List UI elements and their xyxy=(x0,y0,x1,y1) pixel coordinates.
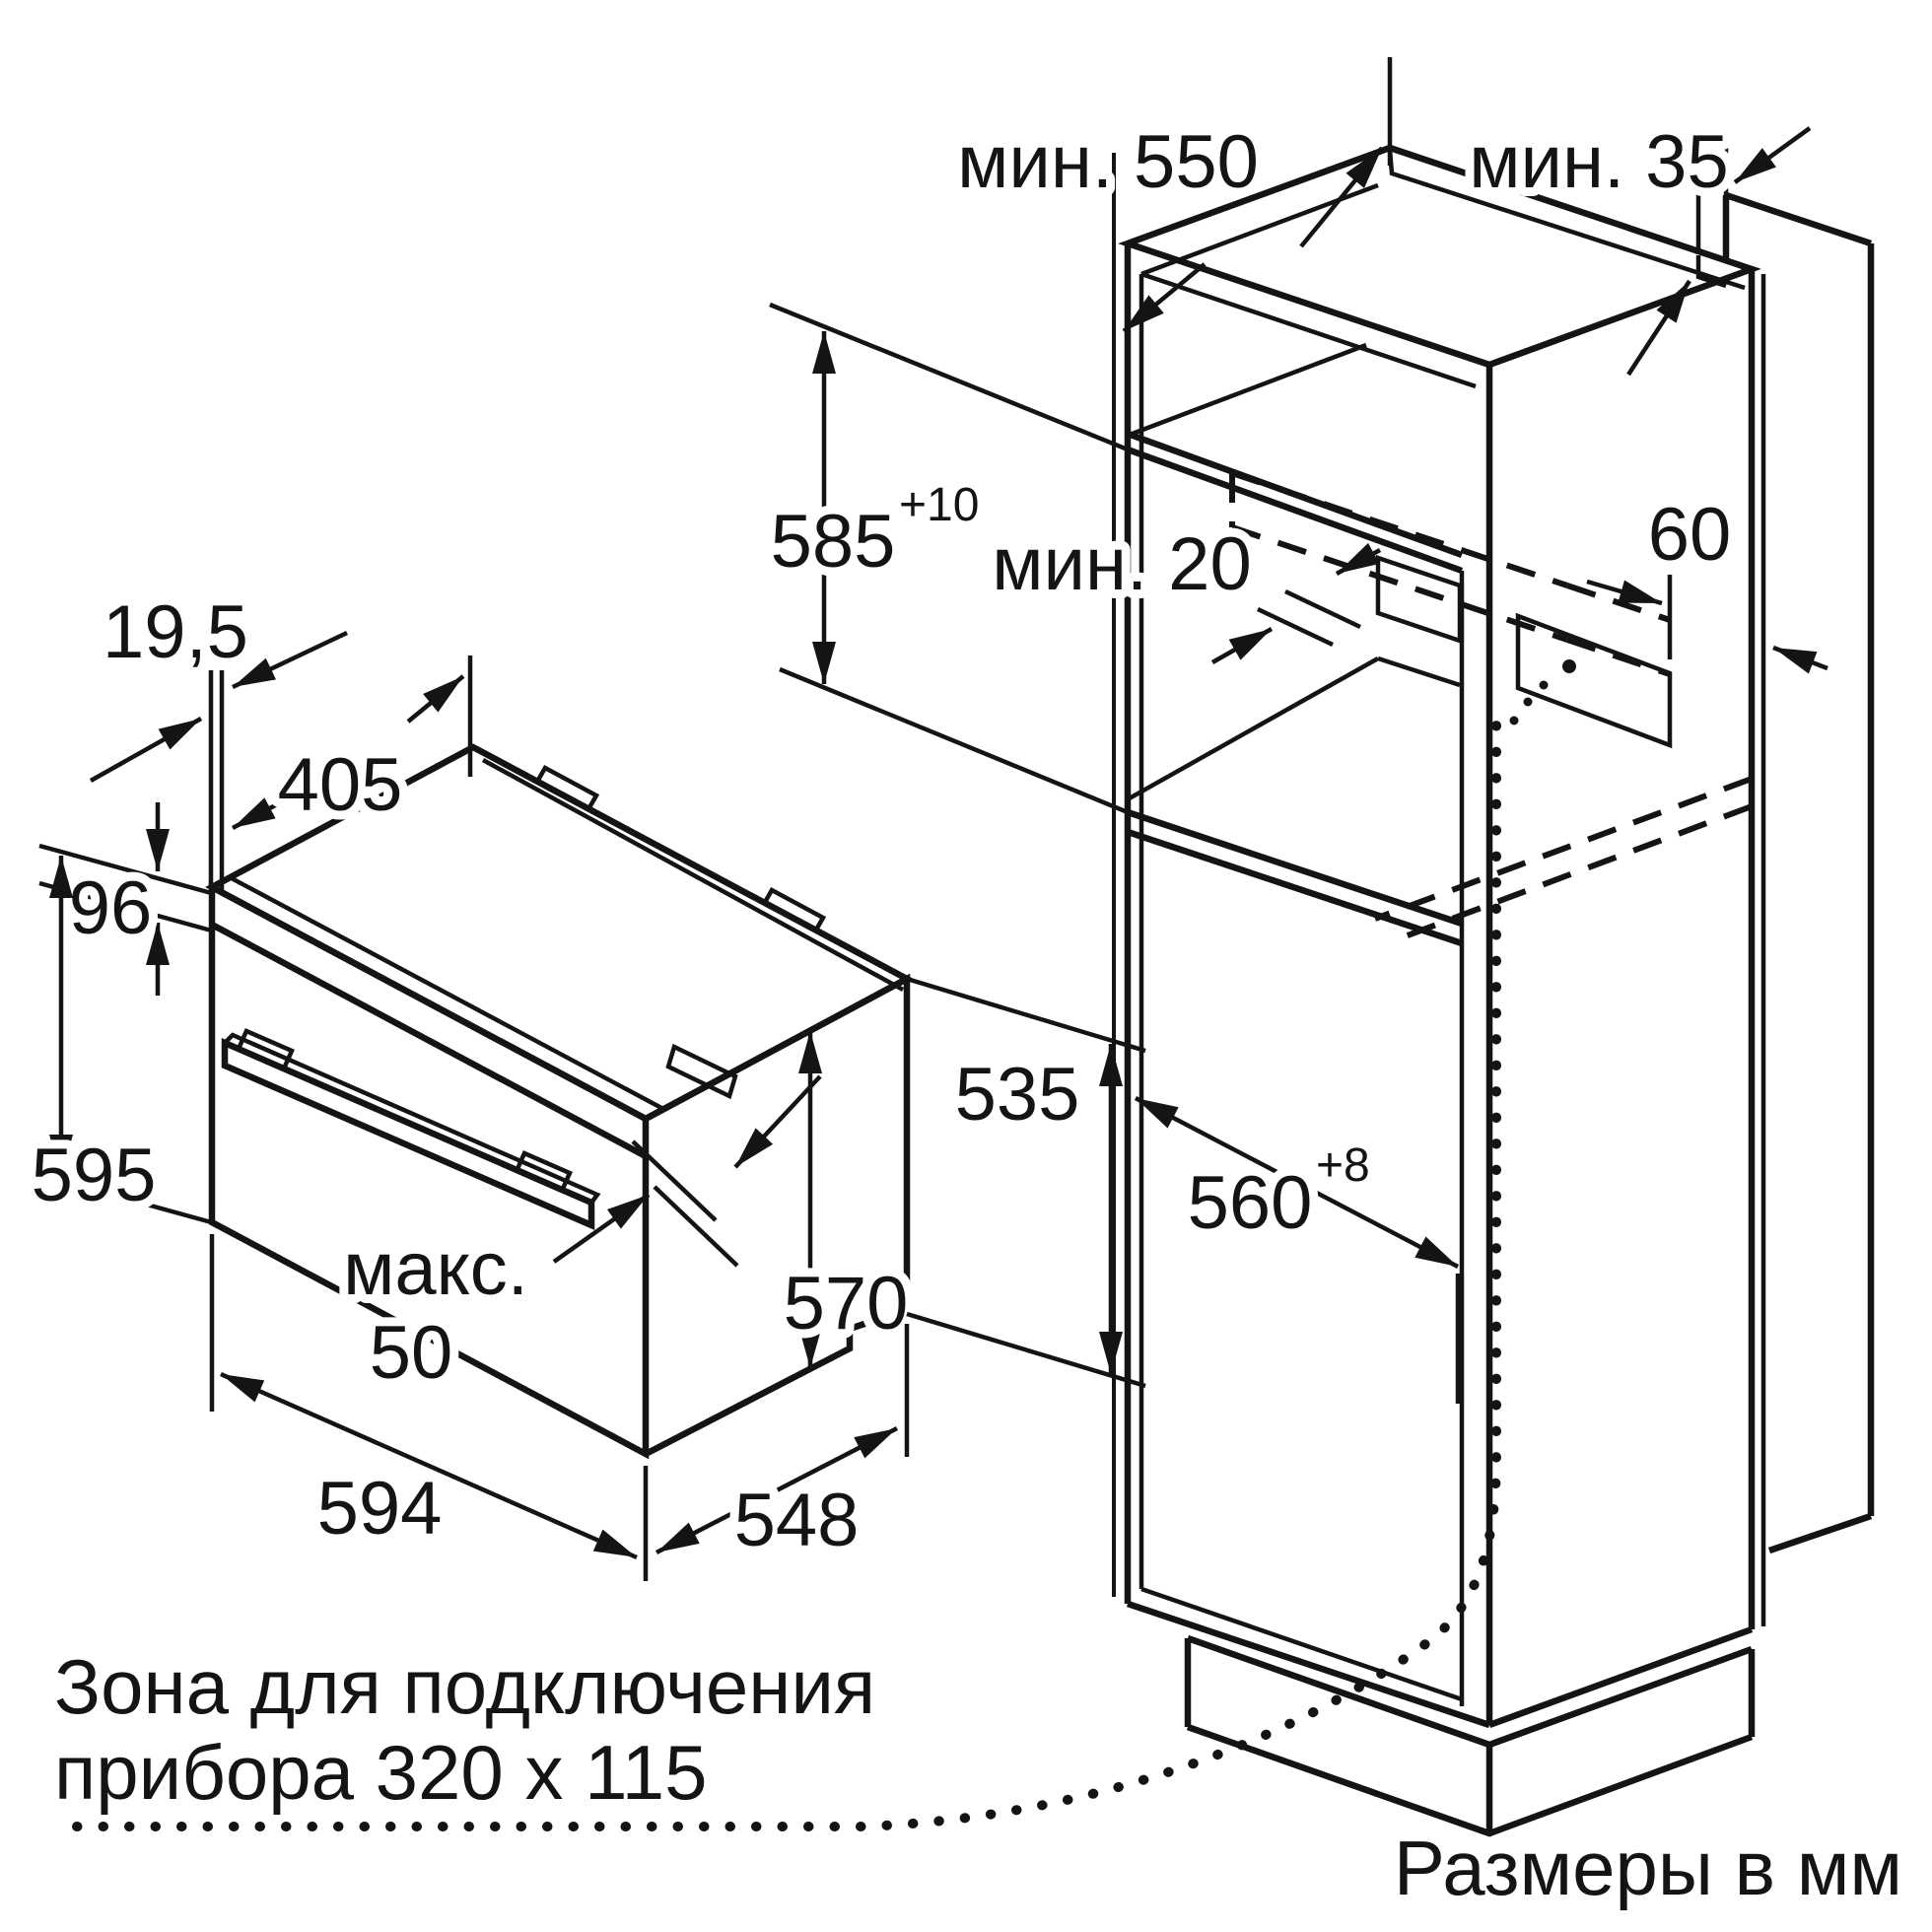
handle-clearance-tick-2 xyxy=(653,1185,739,1268)
niche-floor-back-right-edge xyxy=(1377,656,1461,688)
body-height-rear-ext-top xyxy=(906,976,1146,1054)
oven-mount-tab-right xyxy=(762,886,827,933)
oven-control-panel-line xyxy=(210,922,648,1159)
dim-depth-label: 548 xyxy=(734,1479,860,1562)
niche-floor-top-edge xyxy=(1126,808,1464,928)
top-depth-arrow-up xyxy=(406,674,465,724)
connection-route-dot-3 xyxy=(1509,716,1519,725)
depth-dim-line xyxy=(655,1426,899,1554)
niche-floor-bottom-edge xyxy=(1126,828,1464,947)
wall-top-edge xyxy=(1724,191,1873,247)
wall-gap-arrow-left xyxy=(1626,279,1691,377)
units-note: Размеры в мм xyxy=(1394,1825,1902,1911)
rear-cutout-dashed-bottom xyxy=(1231,524,1568,643)
cabinet-top-wall-notch xyxy=(1695,255,1727,289)
dim-width-label: 594 xyxy=(317,1467,443,1551)
rear-cutout-dashed-lower-1 xyxy=(1373,776,1754,922)
rear-cutout-dashed-top xyxy=(1231,470,1568,588)
notes: Зона для подключения прибора 320 x 115 Р… xyxy=(54,1643,1902,1911)
handle-clearance-tick-1 xyxy=(631,1139,718,1222)
cabinet-top-inner-front xyxy=(1140,271,1477,389)
width-dim-line xyxy=(220,1371,638,1560)
oven-handle-top-edge xyxy=(223,1032,601,1205)
niche-height-ext-top xyxy=(769,302,1129,452)
cabinet-bottom-inner-edge xyxy=(1140,1586,1463,1702)
rear-gap-arrow-lower xyxy=(1210,627,1274,664)
door-thickness-arrow-right xyxy=(232,630,348,690)
connection-zone-dot xyxy=(1562,659,1576,673)
front-height-ext-bottom xyxy=(38,1172,216,1226)
dim-front-height-label: 595 xyxy=(32,1134,157,1217)
dim-handle-clearance-word: макс. xyxy=(343,1227,528,1311)
panel-height-ext-top xyxy=(38,843,216,897)
dim-panel-height-label: 96 xyxy=(69,866,153,950)
connection-offset-arrow xyxy=(1586,579,1663,606)
rear-gap-arrow-upper xyxy=(1335,542,1382,576)
dim-niche-width-label: 560 xyxy=(1188,1161,1313,1245)
dim-connection-offset-label: 60 xyxy=(1648,493,1732,577)
dim-body-height-front-label: 570 xyxy=(784,1262,909,1346)
oven-grip-cutout xyxy=(665,1043,738,1100)
connection-route-dotted-line xyxy=(72,697,1501,1831)
connection-zone-note-line1: Зона для подключения xyxy=(54,1643,875,1730)
cabinet-bottom-right-edge xyxy=(1487,1625,1754,1729)
niche-floor-back-edge xyxy=(1124,656,1380,802)
door-thickness-arrow-left xyxy=(89,717,203,783)
oven-top-front-inner-line xyxy=(228,875,665,1111)
wall-gap-arrow-right xyxy=(1733,126,1812,184)
rear-gap-tick-1 xyxy=(1257,606,1334,648)
dim-niche-height-tolerance: +10 xyxy=(899,479,979,531)
niche-ceiling-back-edge xyxy=(1129,342,1367,438)
connection-zone-note-line2: прибора 320 x 115 xyxy=(54,1729,708,1816)
dim-handle-clearance-value: 50 xyxy=(370,1311,453,1395)
cabinet-drawing: мин. 550 мин. 35 585 +10 мин. 20 60 560 … xyxy=(72,57,1875,1837)
dim-niche-width-tolerance: +8 xyxy=(1316,1139,1370,1192)
oven-top-back-trim xyxy=(481,758,905,992)
cabinet-bottom-front-edge xyxy=(1126,1600,1491,1729)
niche-height-ext-bottom xyxy=(779,666,1129,815)
dim-min-wall-gap-label: мин. 35 xyxy=(1469,120,1728,204)
wall-bottom-edge xyxy=(1767,1512,1873,1554)
dim-body-height-rear-label: 535 xyxy=(955,1053,1080,1137)
oven-handle-foot-left xyxy=(236,1028,295,1071)
oven-handle-foot-right xyxy=(514,1150,573,1194)
oven-handle-bar xyxy=(221,1038,595,1230)
dim-min-rear-gap-label: мин. 20 xyxy=(992,522,1251,606)
niche-ceiling-bottom-edge xyxy=(1126,446,1464,575)
top-depth-arrow-down xyxy=(231,793,298,830)
oven-drawing: 19,5 405 96 595 макс. 50 570 535 xyxy=(23,582,1146,1581)
min-depth-arrow-rear xyxy=(1299,146,1384,248)
rear-gap-tick-2 xyxy=(1284,588,1361,630)
rear-rail-block xyxy=(1375,554,1463,645)
dim-niche-height-label: 585 xyxy=(771,500,896,584)
min-depth-arrow-front xyxy=(1122,262,1207,333)
rear-cutout-dashed-lower-2 xyxy=(1398,803,1754,941)
connection-route-dot-2 xyxy=(1523,697,1533,707)
niche-width-dim-line xyxy=(1134,1096,1460,1269)
rear-cutout-dashed-link-bottom xyxy=(1566,637,1671,677)
dim-min-top-depth-label: мин. 550 xyxy=(957,120,1259,204)
dim-door-thickness-label: 19,5 xyxy=(103,590,248,674)
wall-pointer-arrow xyxy=(1772,645,1828,674)
connection-route-dot-1 xyxy=(1539,680,1549,690)
dim-top-depth-label: 405 xyxy=(278,743,403,827)
handle-clearance-arrow-lower xyxy=(552,1193,651,1264)
oven-mount-tab-left xyxy=(535,764,600,811)
